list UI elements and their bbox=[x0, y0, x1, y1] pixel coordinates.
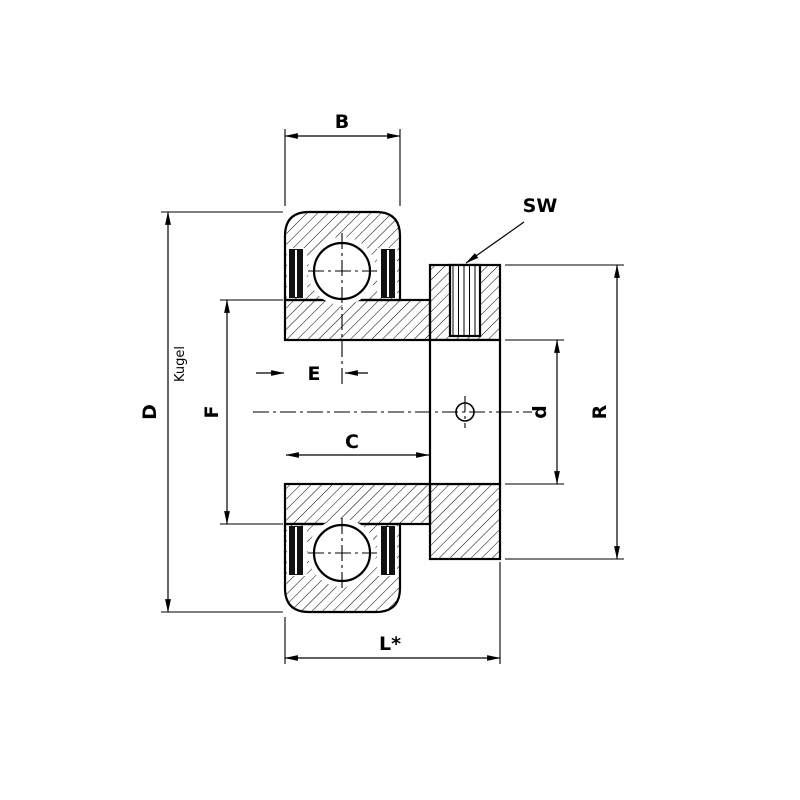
sw-leader-line bbox=[465, 221, 525, 264]
dim-f-label: F bbox=[201, 406, 223, 419]
set-screw bbox=[448, 263, 482, 338]
center-lines bbox=[253, 233, 532, 592]
dim-l-label: L* bbox=[379, 633, 401, 655]
dim-b-label: B bbox=[335, 111, 349, 133]
dim-e-label: E bbox=[308, 363, 321, 385]
sw-label: SW bbox=[523, 195, 558, 217]
dim-c-label: C bbox=[345, 431, 359, 453]
dim-bore-label: d bbox=[529, 405, 551, 419]
dim-d-outer-label: D bbox=[139, 404, 161, 420]
inner-ring-bottom-section bbox=[283, 482, 432, 526]
inner-ring-top-section bbox=[283, 298, 432, 342]
kugel-note-label: Kugel bbox=[173, 346, 188, 382]
dim-r-label: R bbox=[589, 404, 611, 419]
dimensions: B SW D Kugel F E C d R bbox=[139, 111, 624, 664]
locking-collar-bottom-section bbox=[428, 482, 502, 561]
